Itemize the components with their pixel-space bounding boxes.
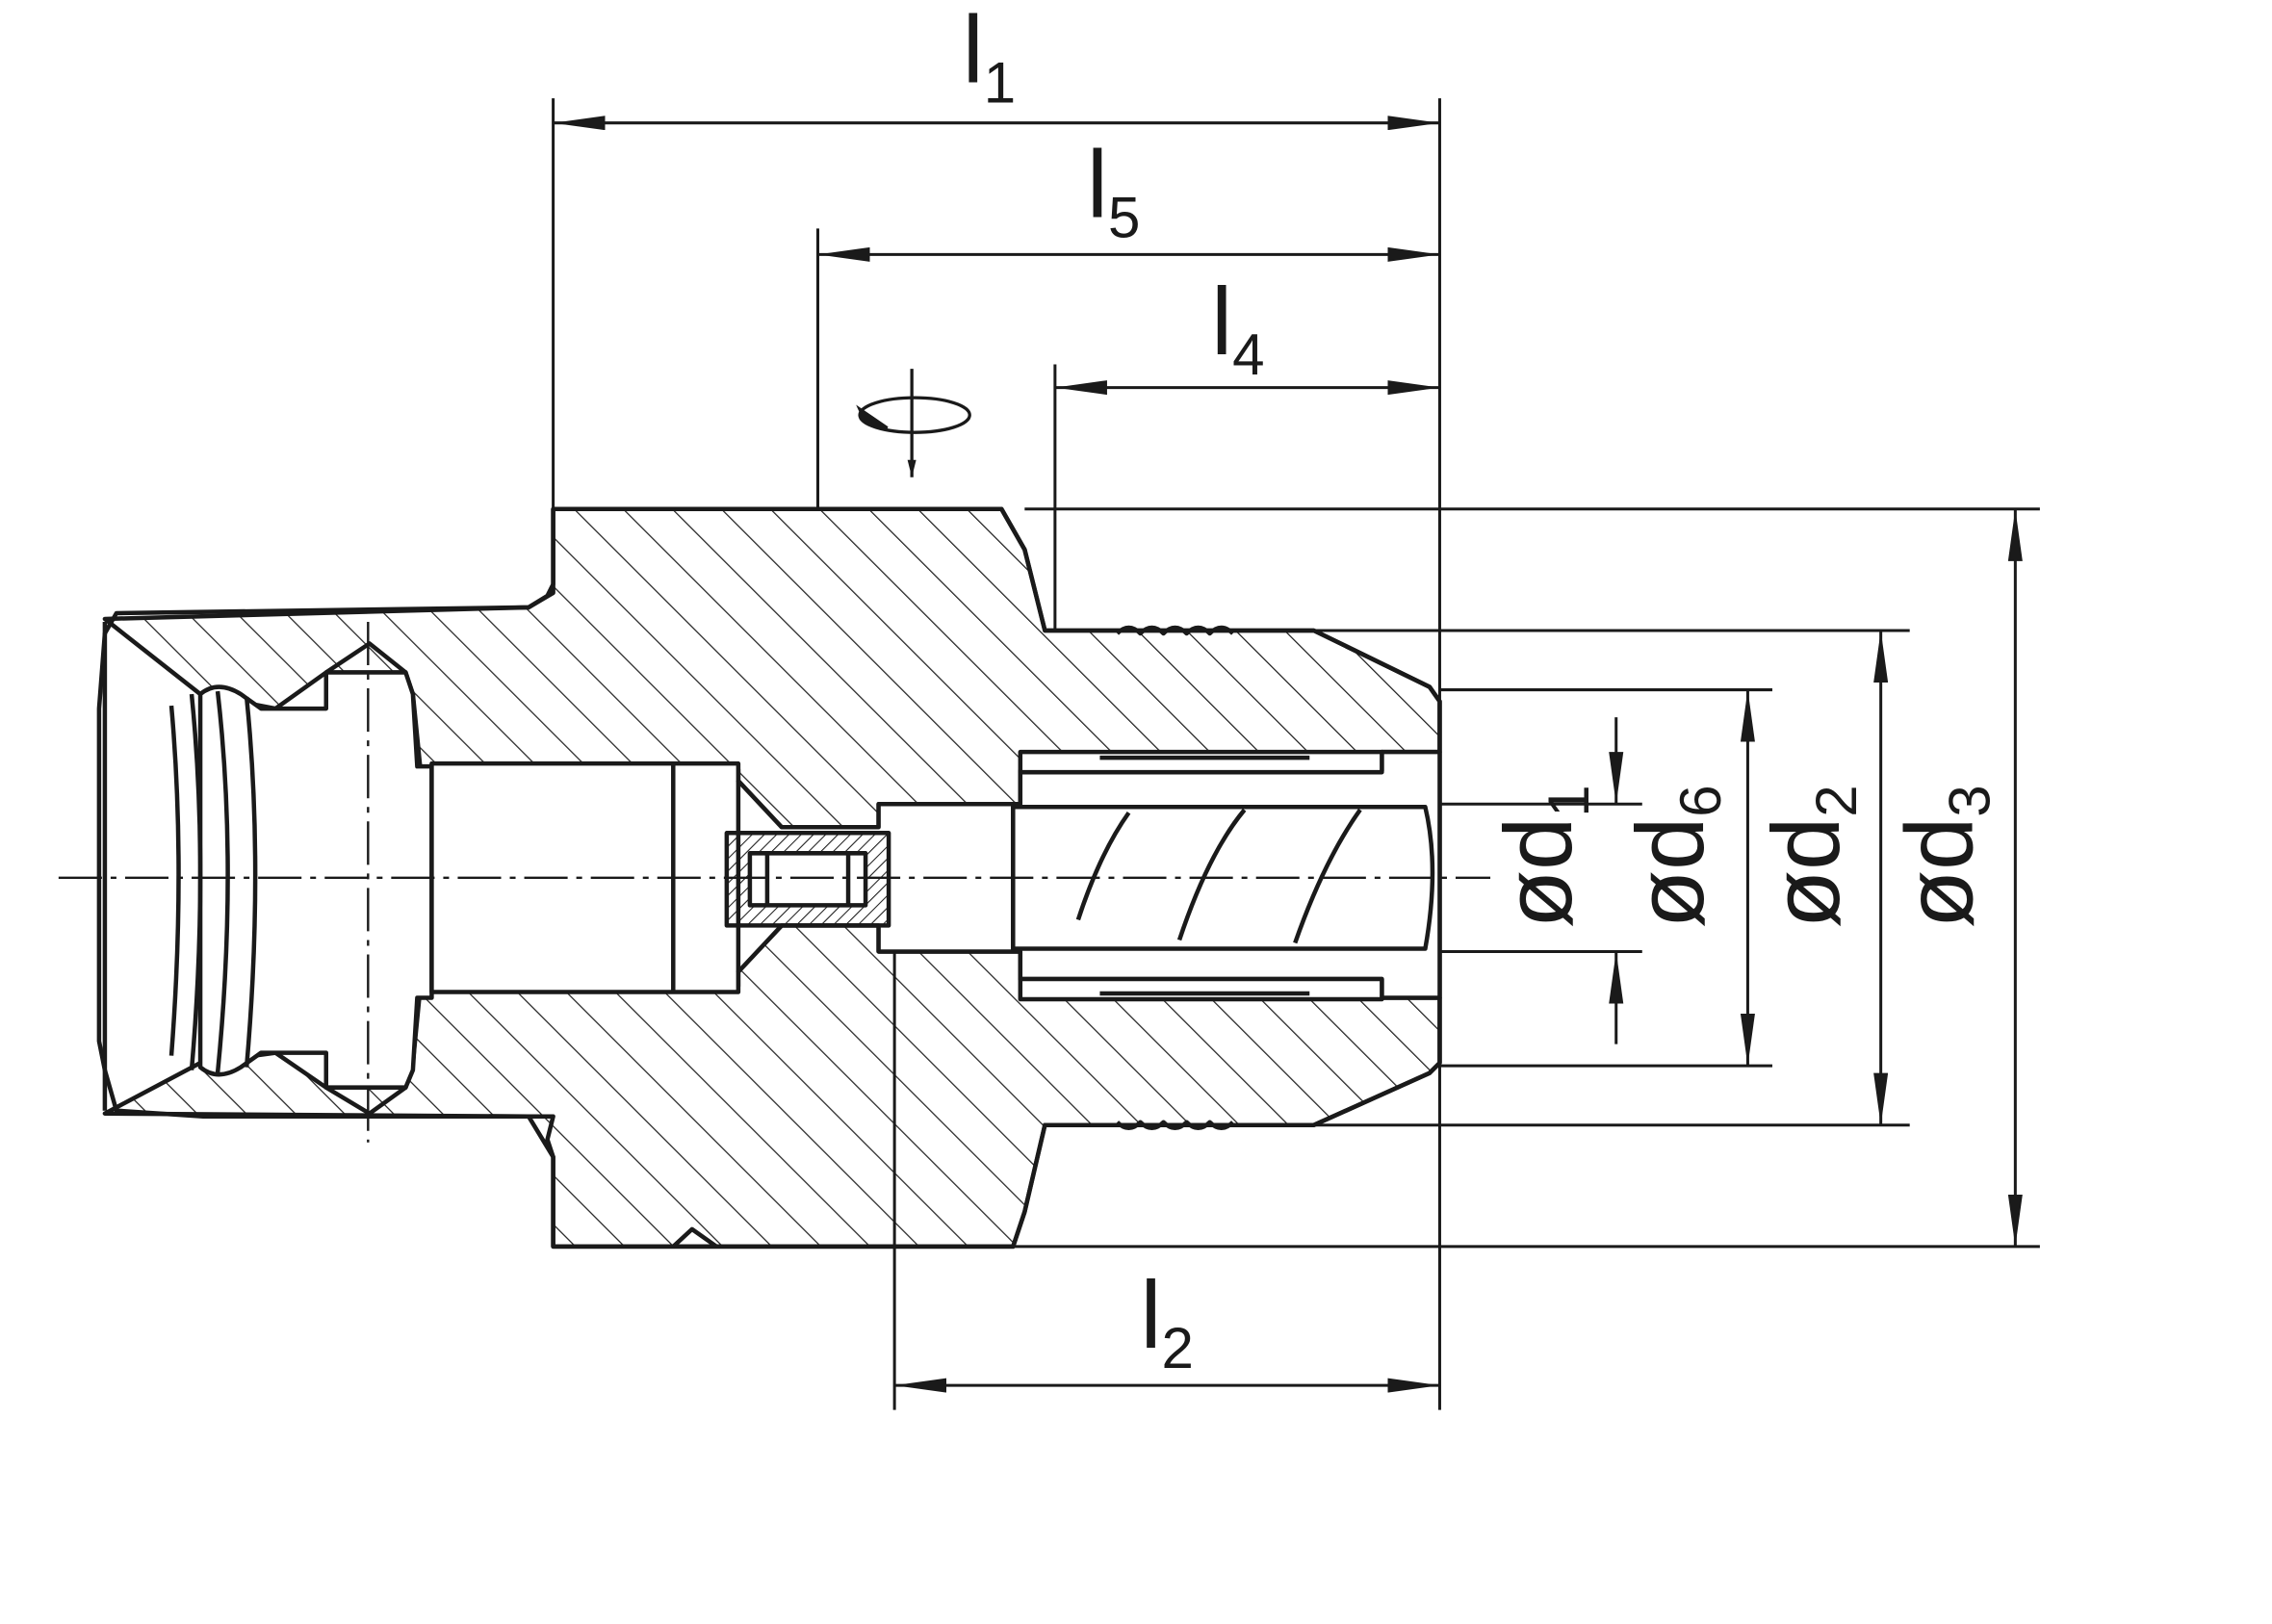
nut-ring-2	[189, 693, 203, 1070]
label-l2: l2	[1141, 1262, 1194, 1380]
extension-lines	[552, 98, 2040, 1410]
dimension-lines	[553, 116, 2023, 1393]
flute-1	[1075, 811, 1131, 921]
part-section	[96, 506, 1442, 1250]
nut-groove	[197, 670, 434, 1090]
nut-ring-4	[244, 696, 258, 1068]
nut-ring-1	[168, 705, 181, 1056]
label-d1: ød1	[1485, 785, 1601, 928]
thread-top	[1115, 625, 1235, 636]
centre-lines	[58, 621, 1491, 1143]
sleeve-slot-bottom	[1018, 976, 1384, 1002]
label-l1: l1	[963, 0, 1016, 116]
sleeve-slot-top	[1018, 749, 1384, 775]
outer-contour-upper	[96, 506, 1442, 1250]
dimension-labels: l1 l5 l4 l2 ød1 ød6 ød2 ød3	[963, 0, 2002, 1380]
ball-top	[324, 641, 407, 675]
label-d3: ød3	[1886, 785, 2001, 928]
nut-ring-3	[215, 690, 230, 1073]
key-notch	[671, 1226, 718, 1249]
ball-bottom	[324, 1085, 407, 1116]
rotation-direction-icon	[856, 369, 971, 477]
thread-bottom	[1115, 1120, 1235, 1130]
flute-2	[1176, 808, 1247, 941]
label-l5: l5	[1087, 131, 1140, 249]
label-d6: ød6	[1617, 785, 1733, 928]
label-l4: l4	[1211, 269, 1264, 387]
label-d2: ød2	[1753, 785, 1869, 928]
flute-3	[1293, 808, 1362, 944]
